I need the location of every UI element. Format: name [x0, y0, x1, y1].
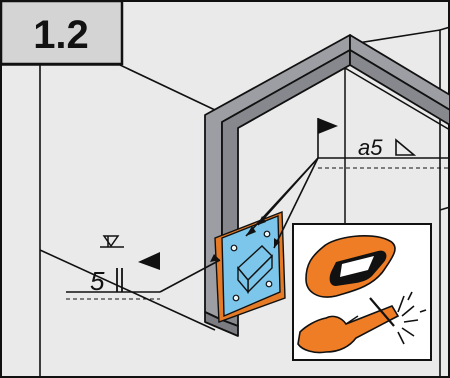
weld-flag-icon [138, 252, 160, 270]
square-weld-label: 5 [90, 266, 105, 296]
frame-opening-lines [237, 66, 450, 240]
arrow-heads [210, 216, 280, 262]
welding-torch-icon [297, 297, 400, 354]
field-weld-triangle-icon [102, 235, 120, 248]
bolt-holes [230, 230, 273, 302]
welding-helmet-icon [305, 235, 396, 298]
step-number-tab: 1.2 [0, 0, 124, 66]
sparks-icon [397, 291, 427, 345]
welding-icon-inset [292, 223, 432, 361]
fillet-weld-symbol: a5 [317, 118, 448, 169]
step-number: 1.2 [33, 13, 89, 57]
fillet-weld-label: a5 [358, 135, 383, 160]
fillet-triangle-icon [395, 138, 417, 156]
square-weld-symbol: 5 [66, 235, 160, 300]
weld-flag-icon [318, 118, 338, 134]
weld-leader-arrows [159, 157, 319, 293]
bracket [237, 245, 273, 294]
